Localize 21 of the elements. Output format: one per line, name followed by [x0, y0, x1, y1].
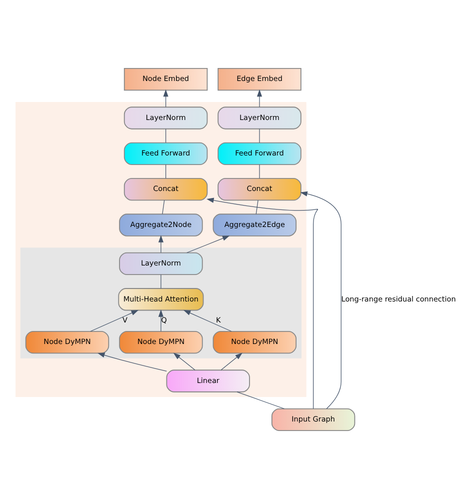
arrow: [163, 89, 168, 108]
cluster: [16, 102, 306, 398]
arrow: [220, 352, 242, 370]
arrow: [183, 310, 232, 332]
arrow: [173, 352, 196, 370]
arrow: [97, 352, 167, 372]
arrow: [256, 89, 262, 108]
arrow: [90, 310, 139, 332]
connector: [162, 200, 165, 214]
connector: [259, 164, 260, 179]
connector: [165, 164, 166, 179]
arrow: [300, 191, 342, 410]
arrow: [206, 198, 318, 410]
arrow: [158, 235, 164, 253]
connector: [160, 274, 162, 289]
connector: [259, 128, 260, 144]
connector: [165, 128, 166, 144]
arrow: [158, 310, 164, 332]
connector: [236, 392, 285, 410]
arrow: [186, 236, 230, 254]
connector: [256, 200, 258, 214]
